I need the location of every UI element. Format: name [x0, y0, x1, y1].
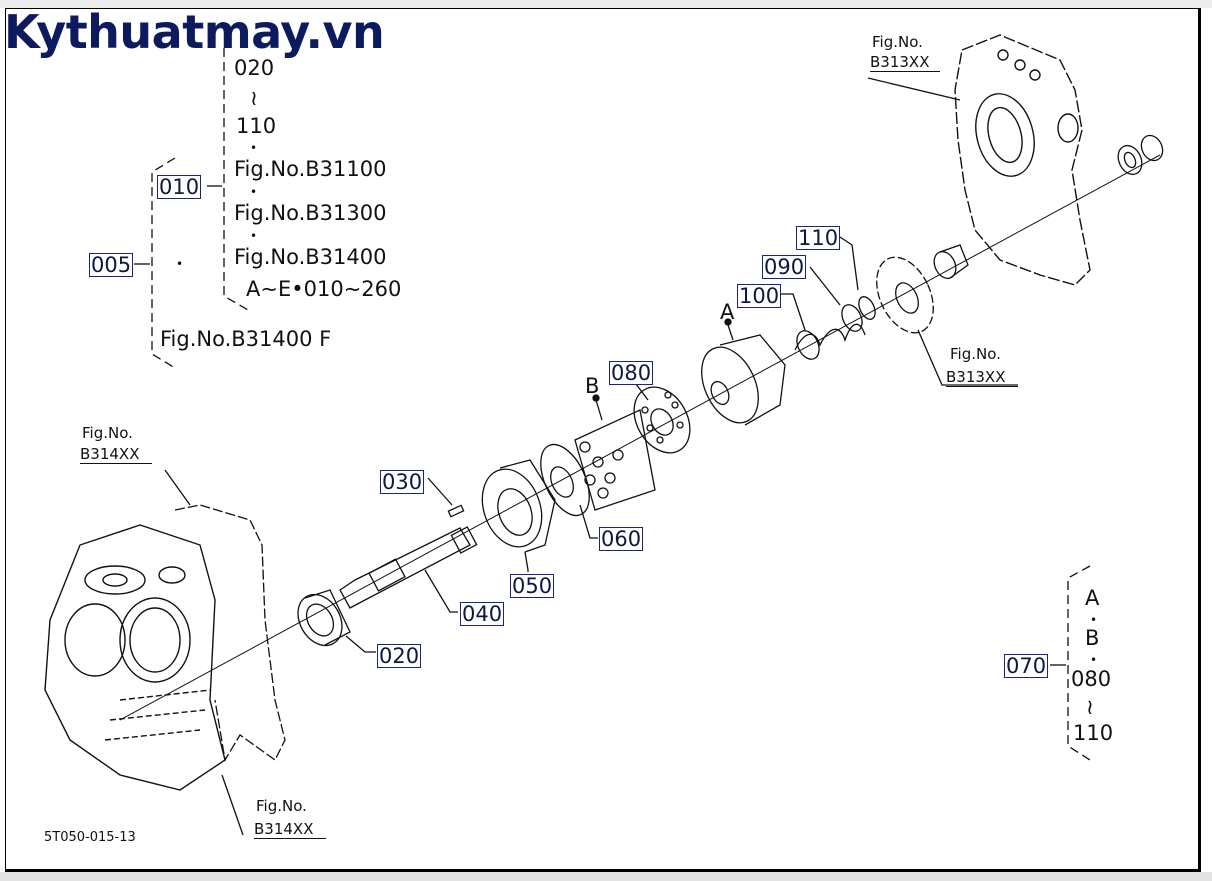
- bracket-010-line: 020: [234, 56, 275, 80]
- bracket-010-line: •: [250, 141, 258, 155]
- right-housing: [954, 34, 1091, 286]
- part-030-pin: [447, 504, 465, 518]
- part-090-ring: [841, 304, 863, 332]
- callout-100[interactable]: 100: [737, 284, 782, 308]
- bracket-070-line: B: [1085, 626, 1100, 650]
- part-040-shaft: [339, 526, 478, 609]
- axis-line: [119, 154, 1161, 721]
- bracket-070-line: A: [1085, 586, 1100, 610]
- left-gasket: [174, 504, 286, 762]
- bracket-070-line: 110: [1073, 721, 1114, 745]
- bracket-010: [223, 48, 249, 311]
- part-b-pistons: [574, 409, 656, 511]
- part-a-cylinder: [701, 334, 786, 426]
- callout-080[interactable]: 080: [609, 361, 654, 385]
- bracket-010-line: Fig.No.B31300: [234, 201, 387, 225]
- part-100-spring: [794, 323, 866, 360]
- fig-ref-mid-right-label: Fig.No.: [950, 345, 1001, 363]
- bracket-005: [151, 157, 176, 369]
- drawing-frame: [5, 8, 1201, 872]
- left-housing: [44, 524, 226, 791]
- fig-ref-left-top-code[interactable]: B314XX: [80, 445, 152, 464]
- snap-ring: [1140, 134, 1164, 162]
- fig-ref-mid-right-code[interactable]: B313XX: [946, 368, 1018, 387]
- assembly-marker-b: B: [585, 374, 600, 398]
- bracket-070-line: •: [1090, 613, 1098, 627]
- fig-ref-left-top-label: Fig.No.: [82, 424, 133, 442]
- callout-050[interactable]: 050: [510, 574, 555, 598]
- fig-ref-left-bottom-label: Fig.No.: [256, 797, 307, 815]
- bracket-070-line: ≀: [1086, 695, 1094, 719]
- bracket-010-line: 110: [236, 114, 277, 138]
- bracket-070-line: 080: [1071, 667, 1112, 691]
- callout-110[interactable]: 110: [796, 226, 841, 250]
- part-020-bearing: [297, 589, 351, 647]
- right-port-plate: [876, 256, 934, 334]
- callout-040[interactable]: 040: [460, 602, 505, 626]
- part-110-snap-ring: [858, 296, 876, 320]
- bracket-005-footer: Fig.No.B31400 F: [160, 327, 332, 351]
- site-watermark: Kythuatmay.vn: [4, 5, 385, 59]
- bracket-010-line: A∼E•010∼260: [246, 277, 402, 301]
- callout-005[interactable]: 005: [89, 253, 134, 277]
- fig-ref-top-right-code[interactable]: B313XX: [870, 53, 940, 72]
- needle-bearing: [933, 244, 969, 280]
- fig-ref-top-right-label: Fig.No.: [872, 33, 923, 51]
- bracket-070-line: •: [1090, 653, 1098, 667]
- oil-seal: [1117, 144, 1143, 176]
- callout-020[interactable]: 020: [377, 644, 422, 668]
- fig-ref-left-bottom-code[interactable]: B314XX: [254, 820, 326, 839]
- bracket-010-line: ≀: [250, 86, 258, 110]
- top-strip: [0, 0, 1212, 8]
- bracket-010-line: •: [250, 185, 258, 199]
- bracket-010-line: •: [250, 229, 258, 243]
- bracket-010-line: Fig.No.B31400: [234, 245, 387, 269]
- bracket-010-line: Fig.No.B31100: [234, 157, 387, 181]
- drawing-code: 5T050-015-13: [44, 830, 136, 845]
- bracket-005-dot: •: [176, 257, 184, 271]
- part-050-plate: [481, 459, 556, 553]
- callout-010[interactable]: 010: [157, 175, 202, 199]
- callout-090[interactable]: 090: [762, 255, 807, 279]
- part-060-plate: [540, 443, 590, 517]
- callout-030[interactable]: 030: [380, 470, 425, 494]
- part-080-plate: [633, 386, 691, 454]
- callout-060[interactable]: 060: [599, 527, 644, 551]
- bottom-strip: [0, 872, 1212, 881]
- callout-070[interactable]: 070: [1004, 654, 1049, 678]
- assembly-marker-a: A: [720, 300, 735, 324]
